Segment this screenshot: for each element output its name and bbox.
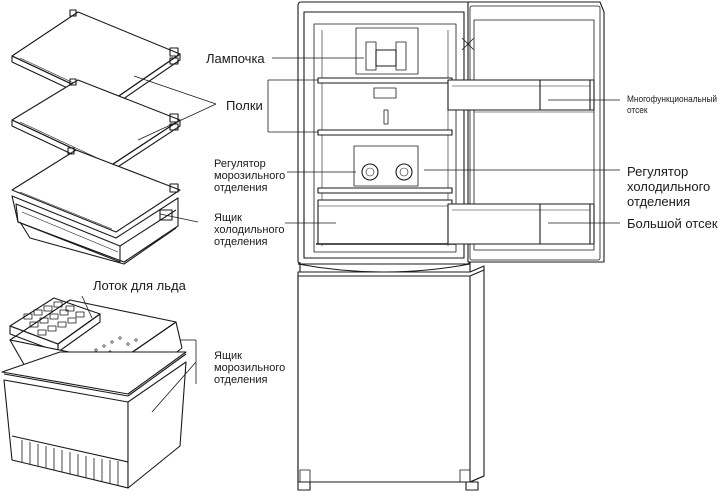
label-ice-tray: Лоток для льда (93, 278, 186, 293)
fridge-door (447, 1, 605, 263)
label-shelves: Полки (226, 98, 263, 113)
label-fridge-drawer: Ящик холодильного отделения (214, 212, 285, 248)
ice-tray (9, 297, 101, 353)
freezer-drawer (1, 351, 187, 489)
label-multi-compartment: Многофункциональный отсек (627, 94, 718, 115)
label-lamp: Лампочка (206, 51, 265, 66)
label-large-compartment: Большой отсек (627, 216, 718, 231)
freezer-section (297, 265, 485, 491)
fridge-body (297, 1, 471, 283)
label-fridge-regulator: Регулятор холодильного отделения (627, 164, 711, 209)
fridge-drawer-with-glass (11, 147, 181, 265)
label-freezer-regulator: Регулятор морозильного отделения (214, 158, 286, 194)
callout-lines (81, 57, 620, 413)
label-freezer-drawer: Ящик морозильного отделения (214, 350, 286, 386)
